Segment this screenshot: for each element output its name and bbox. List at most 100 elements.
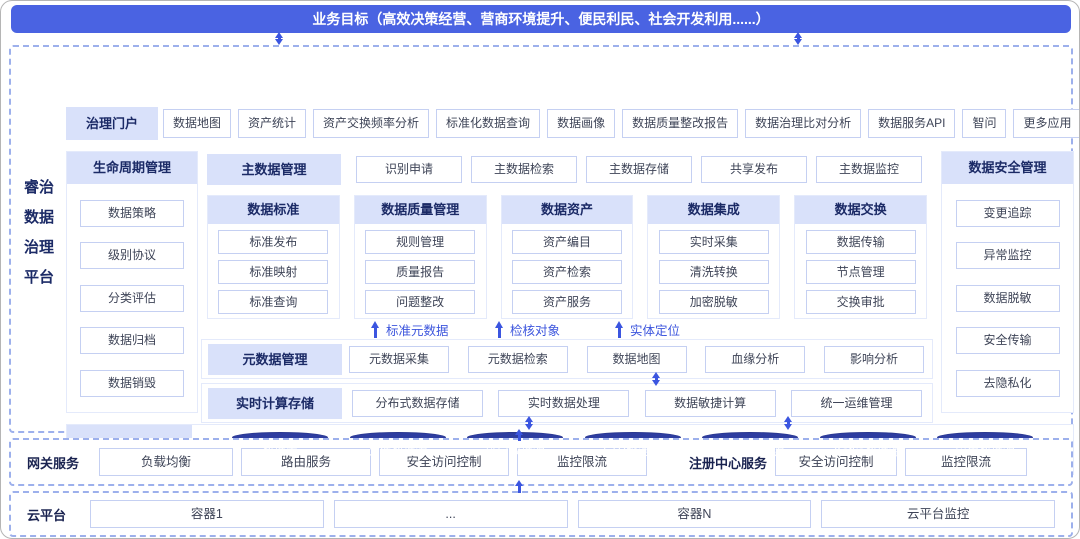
portal-items-row: 数据地图 资产统计 资产交换频率分析 标准化数据查询 数据画像 数据质量整改报告… [163,109,1079,138]
database-icon[interactable]: 文件数据源 [349,432,446,465]
portal-item[interactable]: 数据画像 [547,109,616,138]
master-data-item[interactable]: 共享发布 [701,156,807,183]
portal-item[interactable]: 标准化数据查询 [436,109,541,138]
security-title: 数据安全管理 [942,152,1073,184]
lifecycle-item[interactable]: 数据策略 [80,199,184,227]
registry-item[interactable]: 监控限流 [905,448,1028,476]
cloud-item[interactable]: 容器1 [90,500,324,528]
metadata-row: 元数据管理 元数据采集 元数据检索 数据地图 血缘分析 影响分析 [201,339,933,379]
flow-label: 实体定位 [630,323,681,338]
master-data-item[interactable]: 主数据监控 [816,156,922,183]
realtime-item[interactable]: 实时数据处理 [498,390,630,417]
column-item[interactable]: 标准发布 [218,230,329,254]
column-title: 数据质量管理 [354,196,486,224]
metadata-item[interactable]: 元数据采集 [349,346,449,373]
cloud-item[interactable]: 容器N [577,500,812,528]
column-item[interactable]: 问题整改 [365,290,476,314]
metadata-item[interactable]: 数据地图 [586,346,687,373]
portal-item[interactable]: 更多应用 [1013,109,1079,138]
column-data-integration: 数据集成 实时采集 清洗转换 加密脱敏 [647,195,781,319]
arrow-up-icon [495,320,504,338]
flow-standard-metadata: 标准元数据 [371,319,449,339]
database-icon[interactable]: HDFS数据源 [702,432,798,465]
portal-item[interactable]: 数据质量整改报告 [622,109,739,138]
lifecycle-title: 生命周期管理 [67,152,197,184]
column-data-exchange: 数据交换 数据传输 节点管理 交换审批 [794,195,927,319]
realtime-item[interactable]: 分布式数据存储 [352,390,483,417]
column-item[interactable]: 规则管理 [365,230,476,254]
gateway-item[interactable]: 负载均衡 [99,448,234,476]
double-arrow-icon [794,32,803,45]
portal-label: 治理门户 [66,107,158,140]
datasource-item: Kafka数据源 [834,444,901,458]
column-title: 数据交换 [795,196,926,224]
column-item[interactable]: 清洗转换 [658,260,769,284]
master-data-item[interactable]: 识别申请 [356,156,462,183]
metadata-item[interactable]: 影响分析 [824,346,924,373]
lifecycle-panel: 生命周期管理 数据策略 级别协议 分类评估 数据归档 数据销毁 [66,151,198,413]
column-item[interactable]: 资产编目 [511,230,622,254]
realtime-item[interactable]: 统一运维管理 [790,390,922,417]
platform-container: 睿治数据治理平台 治理门户 数据地图 资产统计 资产交换频率分析 标准化数据查询… [9,45,1079,475]
security-item[interactable]: 变更追踪 [955,199,1060,227]
metadata-item[interactable]: 血缘分析 [705,346,806,373]
portal-item[interactable]: 资产统计 [238,109,307,138]
portal-item[interactable]: 智问 [962,109,1007,138]
capability-columns: 数据标准 标准发布 标准映射 标准查询 数据质量管理 规则管理 质量报告 问题整… [207,195,927,319]
double-arrow-icon [525,416,534,430]
column-item[interactable]: 加密脱敏 [658,290,769,314]
portal-item[interactable]: 数据治理比对分析 [745,109,862,138]
column-item[interactable]: 交换审批 [805,290,916,314]
gateway-item[interactable]: 路由服务 [241,448,372,476]
realtime-row: 实时计算存储 分布式数据存储 实时数据处理 数据敏捷计算 统一运维管理 [201,383,933,423]
lifecycle-item[interactable]: 数据销毁 [80,369,184,397]
security-item[interactable]: 数据脱敏 [955,284,1060,312]
datasource-item: HDFS数据源 [715,444,785,458]
business-goal-banner: 业务目标（高效决策经营、营商环境提升、便民利民、社会开发利用......） [11,5,1071,33]
column-item[interactable]: 资产检索 [511,260,622,284]
security-item[interactable]: 安全传输 [955,327,1060,354]
arrow-up-icon [515,429,524,441]
portal-item[interactable]: 数据地图 [163,109,232,138]
security-item[interactable]: 去隐私化 [955,369,1060,397]
arrow-up-icon [371,320,380,338]
arrow-up-icon [515,480,524,493]
lifecycle-item[interactable]: 数据归档 [80,327,184,354]
master-data-item[interactable]: 主数据存储 [586,156,692,183]
flow-label: 检核对象 [510,323,561,338]
column-item[interactable]: 节点管理 [805,260,916,284]
gateway-item[interactable]: 安全访问控制 [379,448,510,476]
database-icon[interactable]: 数据库 [232,432,328,465]
master-data-label: 主数据管理 [207,154,341,185]
column-item[interactable]: 数据传输 [805,230,916,254]
security-item[interactable]: 异常监控 [955,242,1060,269]
datasource-item: 文件数据源 [367,444,428,458]
column-data-quality: 数据质量管理 规则管理 质量报告 问题整改 [353,195,487,319]
gateway-item[interactable]: 监控限流 [517,448,648,476]
realtime-item[interactable]: 数据敏捷计算 [644,390,776,417]
cloud-item[interactable]: 云平台监控 [821,500,1056,528]
column-item[interactable]: 标准查询 [218,290,329,314]
metadata-label: 元数据管理 [208,344,342,375]
database-icon[interactable]: 接口数据源 [467,432,563,465]
datasource-item: 应用数据源 [954,444,1015,458]
portal-item[interactable]: 数据服务API [868,109,956,138]
registry-item[interactable]: 安全访问控制 [775,448,898,476]
database-icon[interactable]: FTP服务器 [584,432,681,465]
database-icon[interactable]: Kafka数据源 [819,432,916,465]
database-icon[interactable]: 应用数据源 [937,432,1033,465]
column-item[interactable]: 实时采集 [658,230,769,254]
metadata-item[interactable]: 元数据检索 [467,346,568,373]
column-data-standard: 数据标准 标准发布 标准映射 标准查询 [207,195,340,319]
double-arrow-icon [275,32,284,45]
realtime-label: 实时计算存储 [208,388,342,419]
cloud-item[interactable]: ... [333,500,568,528]
lifecycle-item[interactable]: 分类评估 [80,284,184,312]
column-item[interactable]: 资产服务 [511,290,622,314]
lifecycle-item[interactable]: 级别协议 [80,242,184,269]
portal-item[interactable]: 资产交换频率分析 [313,109,430,138]
column-item[interactable]: 质量报告 [365,260,476,284]
column-item[interactable]: 标准映射 [218,260,329,284]
master-data-item[interactable]: 主数据检索 [471,156,577,183]
